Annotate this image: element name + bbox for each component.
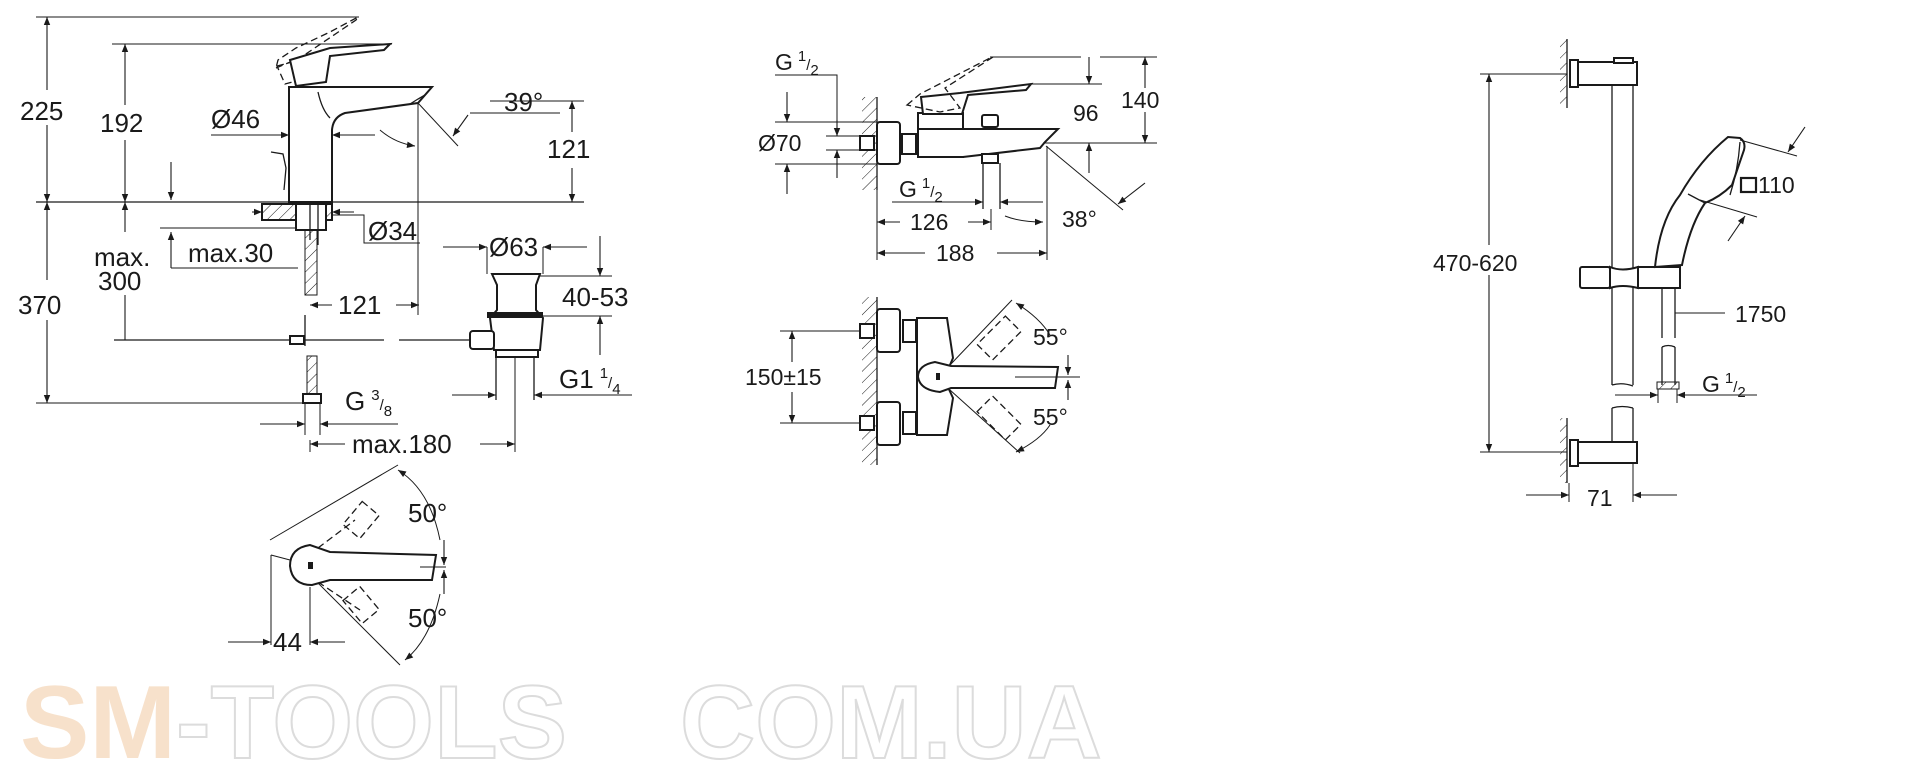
dim-spout-angle: 39°: [504, 87, 543, 117]
dim-escutcheon-diameter: Ø70: [758, 130, 801, 156]
dim-front-angle-up: 55°: [1033, 324, 1068, 350]
basin-mixer-side-view: 225 370 192 max. 300 max.30 Ø34: [18, 16, 632, 459]
dim-total-height: 140: [1121, 87, 1159, 113]
dim-max-300: 300: [98, 266, 141, 296]
dim-height-total: 225: [20, 96, 63, 126]
dim-lever-height: 96: [1073, 100, 1099, 126]
dim-waste-diameter: Ø63: [489, 232, 538, 262]
pop-up-waste: [469, 273, 545, 444]
dim-wall-offset: 71: [1587, 485, 1613, 511]
dim-max-reach: max.180: [352, 429, 452, 459]
dim-spout-angle-bath: 38°: [1062, 206, 1097, 232]
dim-projection: 188: [936, 240, 974, 266]
dim-lever-angle-up: 50°: [408, 498, 447, 528]
watermark-domain: COM.UA: [680, 665, 1102, 769]
dim-lever-angle-down: 50°: [408, 603, 447, 633]
dim-waste-range: 40-53: [562, 282, 629, 312]
watermark-sm: SM-TOOLS: [20, 665, 567, 769]
dim-rail-range: 470-620: [1433, 250, 1517, 276]
basin-mixer-top-view: 50° 50° 44: [228, 464, 447, 666]
dim-max-deck: max.30: [188, 238, 273, 268]
watermark: SM-TOOLS COM.UA: [20, 664, 1103, 769]
dim-outlet-distance: 126: [910, 209, 948, 235]
dim-below-deck: 370: [18, 290, 61, 320]
dim-hose-length: 1750: [1735, 301, 1786, 327]
bath-mixer-front-view: 55° 55° 150±15: [745, 297, 1080, 465]
dim-front-angle-down: 55°: [1033, 404, 1068, 430]
dim-max-label: max.: [94, 242, 150, 272]
dim-head-size: 110: [1758, 172, 1795, 198]
dim-offset: 44: [273, 627, 302, 657]
dim-height-lever: 192: [100, 108, 143, 138]
dim-body-diameter: Ø46: [211, 104, 260, 134]
square-symbol-icon: [1739, 176, 1758, 194]
dim-centers: 150±15: [745, 364, 822, 390]
dim-spout-reach: 121: [338, 290, 381, 320]
dim-mount-diameter: Ø34: [368, 216, 417, 246]
dim-spout-height: 121: [547, 134, 590, 164]
